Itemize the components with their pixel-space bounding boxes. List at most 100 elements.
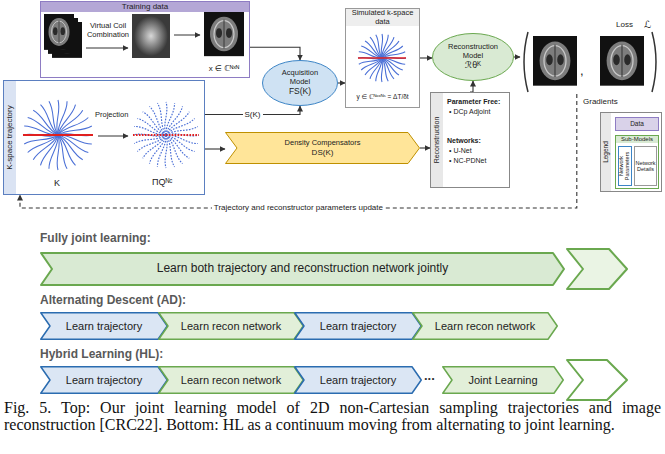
node-text: Learn recon network <box>181 374 281 387</box>
process-chevron: Learn recon network <box>158 312 304 340</box>
connector <box>420 147 430 148</box>
section-heading: Alternating Descent (AD): <box>40 294 186 308</box>
data-box: Training dataVirtual Coil Combination x ∈… <box>40 1 250 78</box>
process-chevron: Learn recon network <box>158 366 304 394</box>
loss-group: Lossℒ, <box>520 20 662 94</box>
trajectory-star <box>10 87 106 183</box>
list-item: • NC-PDNet <box>449 157 486 165</box>
chevron-outline <box>295 313 422 340</box>
legend-submodel-box: Sub-ModelsNetwork ParametersNetwork Deta… <box>615 135 659 189</box>
step-label: Virtual Coil Combination <box>85 22 131 39</box>
node-text: ℛθᴷ <box>465 60 481 70</box>
node-text: Reconstruction Model <box>441 43 505 60</box>
math-label: ΠQᴺᶜ <box>152 177 173 187</box>
node-text: Joint Learning <box>468 374 537 387</box>
joint-chevron: Learn both trajectory and reconstruction… <box>40 252 565 286</box>
reconstruction-box: Reconstruction Parameter Free: • DCp Adjoi… <box>430 92 510 188</box>
process-chevron: Learn trajectory <box>294 366 422 394</box>
node-text: Learn recon network <box>435 320 535 333</box>
section-heading: Fully joint learning: <box>40 232 151 246</box>
edge-label: S(K) <box>243 110 263 120</box>
process-arrow <box>98 136 128 137</box>
node-text: Learn recon network <box>181 320 281 333</box>
sensitivity-map <box>134 16 168 56</box>
vertical-title: Network Parameters <box>619 147 631 185</box>
compensator-arrow: Density CompensatorsDS(K) <box>225 132 420 164</box>
vertical-title: Legend <box>601 113 611 191</box>
math-label: K <box>54 178 60 188</box>
chevron-outline <box>41 253 564 285</box>
trajectory-illustration <box>10 87 106 183</box>
chevron-outline <box>443 367 564 394</box>
kspace-box: Simulated k-space data y ∈ ℂᴺᶜˣᴺˢ = ΔT/δt <box>345 8 420 108</box>
connector <box>514 56 520 57</box>
reconstructed-image <box>533 36 577 86</box>
continuation-arrow <box>567 360 627 400</box>
node-text: Learn trajectory <box>320 374 396 387</box>
node-text: Data <box>630 120 644 127</box>
trajectory-star <box>349 25 415 91</box>
group-heading: Parameter Free: <box>447 98 500 106</box>
legend-box: Legend DataSub-ModelsNetwork ParametersNe… <box>600 112 662 192</box>
math-label: y ∈ ℂᴺᶜˣᴺˢ = ΔT/δt <box>346 93 419 100</box>
separator-comma: , <box>580 64 584 79</box>
section-heading: Hybrid Learning (HL): <box>40 348 163 362</box>
process-chevron: Learn trajectory <box>40 366 168 394</box>
legend-parameter-box: Network Parameters <box>618 146 632 186</box>
coil-image <box>44 14 74 50</box>
reference-image <box>600 36 644 86</box>
process-chevron: Joint Learning <box>442 366 564 394</box>
trajectory-star <box>121 90 211 180</box>
node-text: Acquisition Model <box>271 69 329 86</box>
model-ellipse: Acquisition ModelFS(K) <box>262 60 338 106</box>
connector <box>250 47 300 60</box>
node-text: FS(K) <box>289 87 311 97</box>
box-header: Training data <box>41 2 249 12</box>
group-heading: Networks: <box>447 137 481 145</box>
kspace-illustration <box>349 25 415 91</box>
connector <box>420 57 432 58</box>
step-label: Projection <box>95 111 128 120</box>
vertical-title: K-space trajectory <box>4 81 16 194</box>
math-label: x ∈ ℂᴺˣᴺ <box>201 64 247 73</box>
legend-data-box: Data <box>615 117 659 131</box>
process-arrow <box>86 48 128 49</box>
chevron-outline <box>41 313 168 340</box>
connector <box>470 81 473 92</box>
chevron-outline <box>295 367 422 394</box>
list-item: • U-Net <box>449 147 472 155</box>
node-text: DS(K) <box>312 148 334 157</box>
connector <box>20 94 577 208</box>
projected-trajectory <box>121 90 211 180</box>
sensitivity-image <box>132 14 170 58</box>
process-chevron: Learn recon network <box>412 312 558 340</box>
list-item: • DCp Adjoint <box>449 108 490 116</box>
continuation-arrow <box>567 249 627 289</box>
chevron-outline <box>413 313 558 340</box>
node-text: Learn trajectory <box>66 320 142 333</box>
chevron-outline <box>41 367 168 394</box>
math-label: ℒ <box>644 19 651 31</box>
node-text: Network Details <box>635 160 656 173</box>
process-arrow <box>174 35 200 36</box>
ellipsis: ... <box>424 369 435 384</box>
bracket <box>524 32 528 92</box>
ellipse-outline <box>433 34 514 81</box>
connector <box>338 82 345 83</box>
process-chevron: Learn trajectory <box>40 312 168 340</box>
edge-label: Trajectory and reconstructor parameters … <box>212 203 385 213</box>
box-header: Simulated k-space data <box>346 9 419 26</box>
node-text: Learn trajectory <box>320 320 396 333</box>
combined-image <box>204 12 244 56</box>
vertical-title: Reconstruction <box>431 93 443 187</box>
chevron-outline <box>159 367 304 394</box>
connector <box>205 148 225 149</box>
chevron-outline <box>159 313 304 340</box>
bracket <box>652 32 656 92</box>
ellipse-outline <box>263 61 338 106</box>
annotation: Gradients <box>583 97 618 106</box>
trajectory-box: K-space trajectory ProjectionK ΠQᴺᶜ <box>3 80 205 195</box>
node-text: Learn both trajectory and reconstruction… <box>157 262 449 276</box>
chevron-outline <box>226 133 420 164</box>
